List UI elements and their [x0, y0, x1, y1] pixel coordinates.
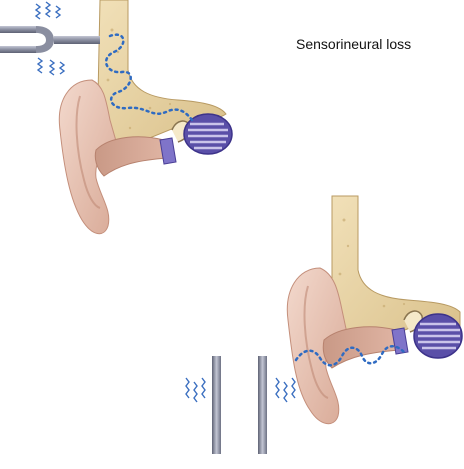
- air-conduction-wave: [294, 345, 406, 367]
- outer-ear: [58, 79, 119, 235]
- ear-canal: [94, 136, 169, 177]
- eardrum: [159, 137, 177, 165]
- outer-ear-lower: [286, 267, 349, 425]
- bone-texture: [106, 28, 172, 130]
- ear-canal-lower: [322, 326, 401, 369]
- bone-conduction-panel: [0, 0, 233, 235]
- ear-fold-lower: [303, 285, 329, 399]
- ear-fold: [75, 95, 101, 209]
- vibration-lines-top: [34, 1, 66, 76]
- diagram-title: Sensorineural loss: [296, 36, 412, 52]
- bone-texture-lower: [338, 218, 406, 330]
- tuning-fork-icon: [0, 26, 100, 53]
- tuning-fork-prongs-icon: [212, 356, 267, 454]
- vibration-lines-bottom: [185, 377, 296, 403]
- cochlea: [183, 113, 233, 155]
- air-conduction-panel: [185, 195, 463, 454]
- cochlea-lower: [413, 313, 463, 359]
- bone-conduction-wave: [104, 33, 194, 122]
